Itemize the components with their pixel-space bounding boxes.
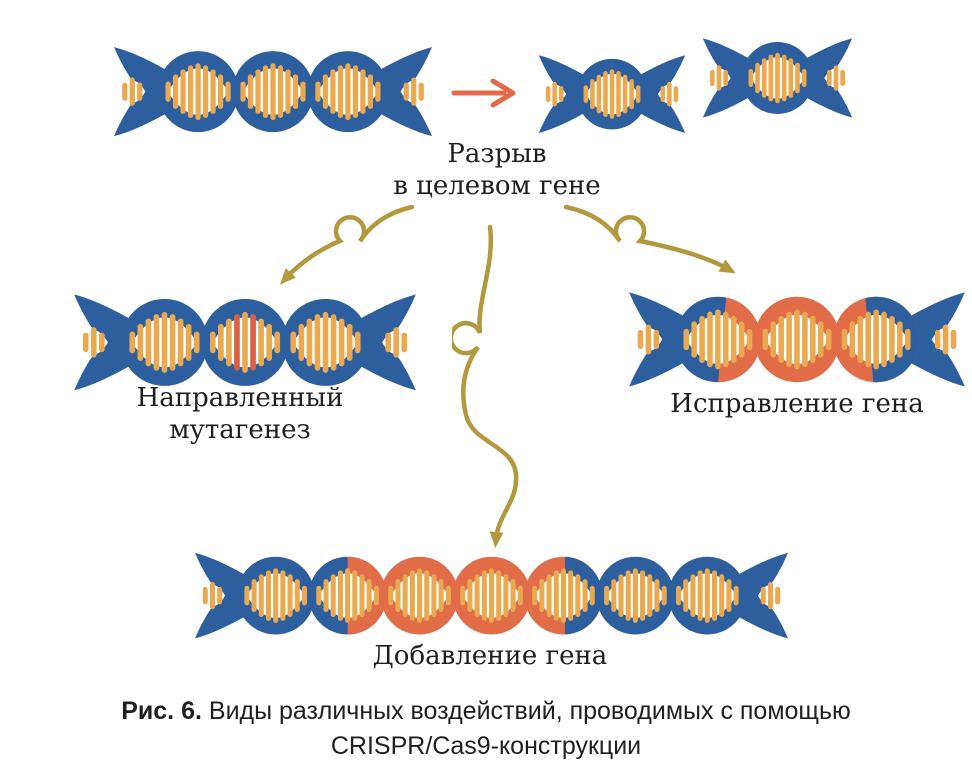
correction-label: Исправление гена bbox=[670, 389, 924, 419]
figure-caption: Рис. 6. Виды различных воздействий, пров… bbox=[0, 694, 972, 764]
dna-helix-addition bbox=[193, 547, 790, 644]
dna-helix-fragment-left bbox=[537, 50, 687, 138]
break-label-line2: в целевом гене bbox=[393, 171, 601, 201]
break-arrow-icon bbox=[451, 78, 516, 108]
dna-helix-fragment-right bbox=[701, 33, 854, 123]
break-label-line1: Разрыв bbox=[447, 139, 547, 169]
mutagenesis-label-line2: мутагенез bbox=[169, 415, 311, 445]
curly-arrow-to-addition-icon bbox=[452, 225, 519, 548]
mutagenesis-label-line1: Направленный bbox=[136, 383, 344, 413]
break-label: Разрыв в целевом гене bbox=[327, 138, 667, 202]
caption-text: Виды различных воздействий, проводимых с… bbox=[208, 697, 851, 725]
dna-helix-mutagenesis bbox=[72, 288, 418, 397]
caption-line1: Рис. 6. Виды различных воздействий, пров… bbox=[0, 694, 972, 729]
caption-line2: CRISPR/Cas9-конструкции bbox=[330, 732, 642, 760]
mutagenesis-label: Направленный мутагенез bbox=[70, 382, 410, 446]
figure-number: Рис. 6. bbox=[121, 697, 202, 725]
addition-label: Добавление гена bbox=[372, 641, 608, 671]
curly-arrow-to-correction-icon bbox=[563, 204, 736, 274]
curly-arrow-to-mutagenesis-icon bbox=[279, 204, 415, 285]
dna-helix-correction bbox=[627, 286, 967, 393]
dna-helix-intact bbox=[112, 41, 434, 142]
